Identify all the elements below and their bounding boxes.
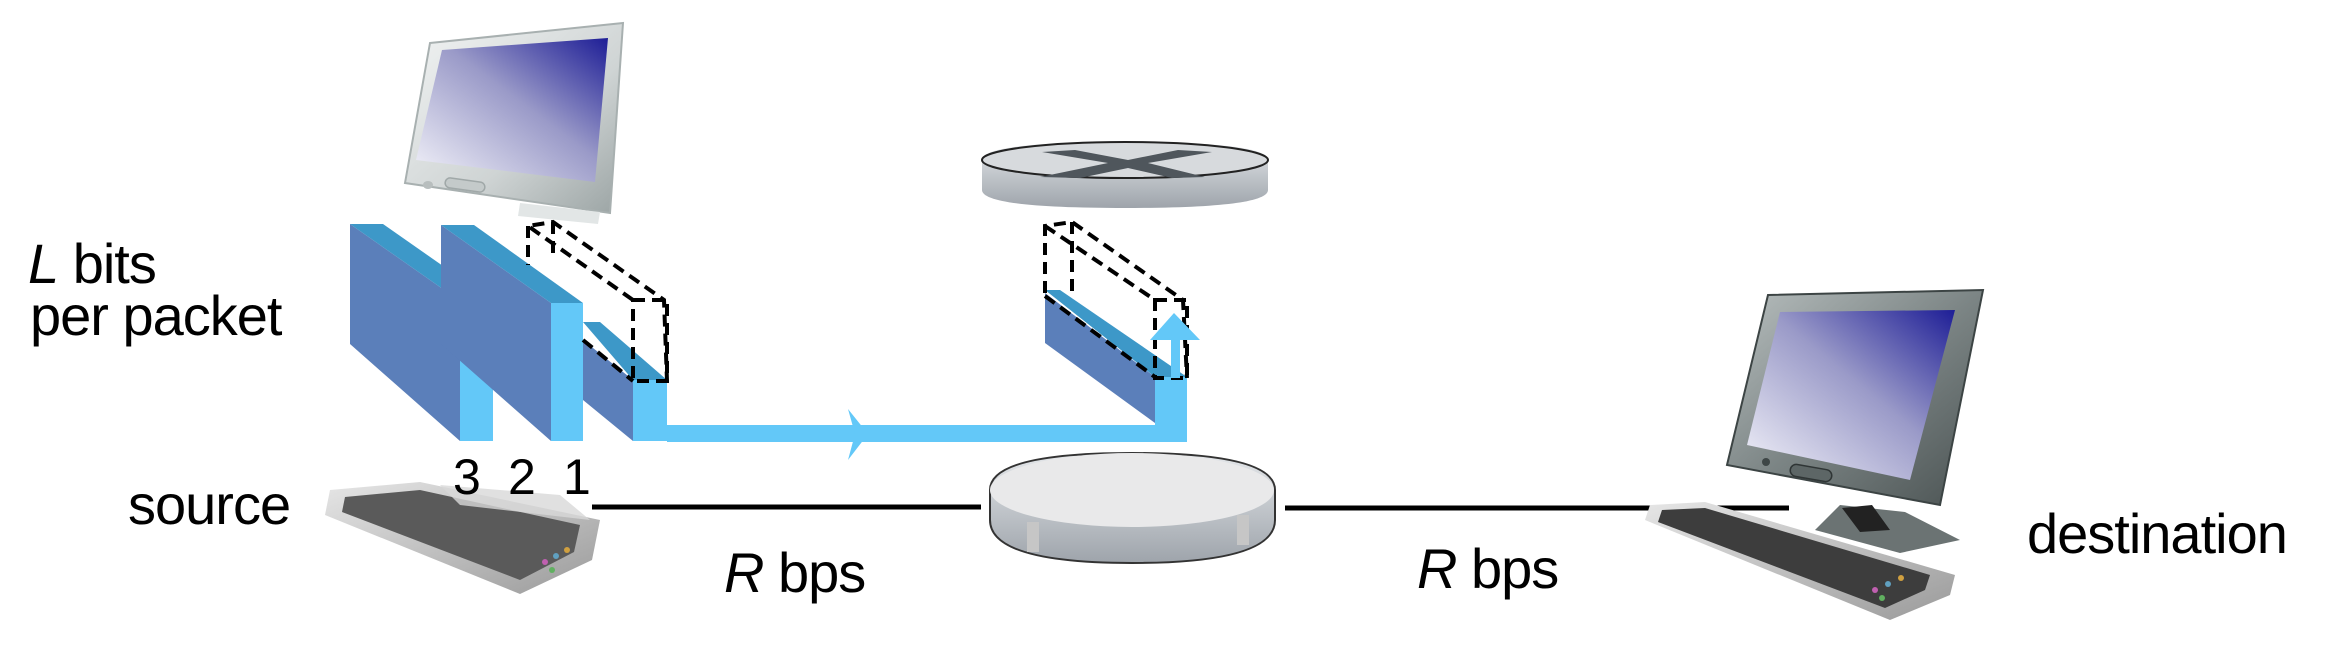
router-icon: [981, 141, 1269, 208]
packet-size-unit: bits: [58, 232, 157, 295]
link-right-rate-label: R bps: [1417, 541, 1559, 597]
packet-1-dashed-outline: [522, 219, 669, 383]
packet-number-2: 2: [508, 449, 536, 505]
link-right-rate-variable: R: [1417, 537, 1457, 600]
source-label: source: [128, 473, 291, 536]
destination-label: destination: [2027, 502, 2288, 565]
link-left-rate-label: R bps: [724, 545, 866, 601]
packet-at-router: [1043, 219, 1200, 442]
packet-size-label-line2: per packet: [30, 284, 282, 347]
destination-keyboard-icon: [1645, 502, 1955, 620]
packet-number-3: 3: [453, 449, 481, 505]
destination-host: [1645, 288, 1985, 620]
link-left-rate-variable: R: [724, 541, 764, 604]
transmission-arrow: [667, 409, 1187, 460]
packet-number-1: 1: [563, 449, 591, 505]
source-host: [325, 21, 625, 594]
link-left-rate-unit: bps: [763, 541, 866, 604]
up-arrow-icon: [1150, 313, 1200, 378]
source-monitor-icon: [403, 21, 625, 224]
packet-size-label-line1: L bits: [28, 236, 157, 292]
packet-1-partial: [522, 219, 669, 441]
packet-2: [441, 225, 583, 441]
packet-size-variable: L: [28, 232, 59, 295]
source-keyboard-icon: [325, 482, 600, 594]
destination-monitor-icon: [1725, 288, 1985, 553]
router-body-icon: [989, 451, 1276, 565]
router-x-symbol: [1040, 150, 1212, 178]
link-right-rate-unit: bps: [1456, 537, 1559, 600]
